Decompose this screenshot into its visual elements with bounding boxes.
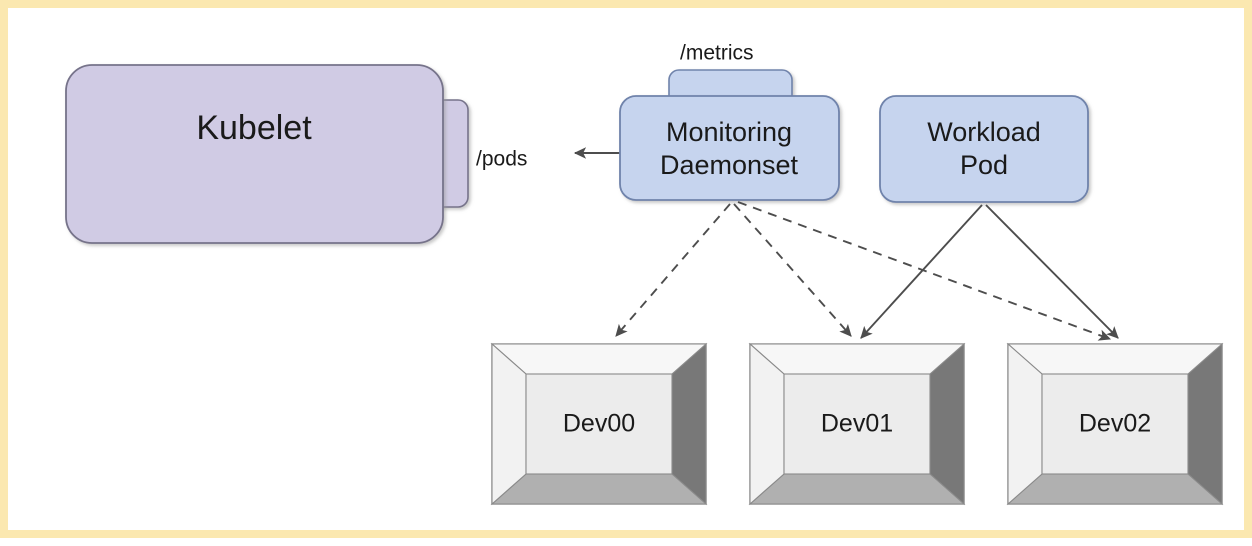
dev01-face[interactable]	[783, 373, 931, 475]
dev02-label: Dev02	[1079, 410, 1151, 438]
monitoring-daemonset-body[interactable]	[619, 95, 840, 201]
edge-daemonset-to-dev01	[733, 203, 852, 337]
dev01-label: Dev01	[821, 410, 893, 438]
dev00-bevel-top	[490, 343, 708, 375]
edge-workloadpod-to-dev02	[985, 204, 1119, 339]
node-kubelet[interactable]: Kubelet /pods	[65, 64, 527, 244]
workload-pod-body[interactable]	[879, 95, 1089, 203]
kubelet-label: Kubelet	[196, 109, 312, 147]
monitoring-daemonset-label-line2: Daemonset	[660, 150, 799, 180]
dev02-bevel-bottom	[1006, 473, 1224, 505]
dev00-label: Dev00	[563, 410, 635, 438]
workload-pod-label-line1: Workload	[927, 117, 1041, 147]
diagram-canvas: Kubelet /pods /metrics Monitoring Daemon…	[65, 42, 1224, 506]
monitoring-daemonset-label-line1: Monitoring	[666, 117, 792, 147]
dev01-bevel-top	[748, 343, 966, 375]
pods-port-label: /pods	[476, 148, 527, 171]
node-workload-pod[interactable]: Workload Pod	[879, 95, 1089, 203]
device-dev01[interactable]: Dev01	[748, 342, 966, 506]
dev02-face[interactable]	[1041, 373, 1189, 475]
edge-daemonset-to-dev02	[737, 201, 1112, 341]
dev01-bevel-bottom	[748, 473, 966, 505]
kubelet-body[interactable]	[65, 64, 444, 244]
metrics-port-label: /metrics	[680, 42, 754, 65]
edges-daemonset-to-devices	[615, 201, 1112, 341]
device-dev00[interactable]: Dev00	[490, 342, 708, 506]
workload-pod-label-line2: Pod	[960, 150, 1008, 180]
device-dev02[interactable]: Dev02	[1006, 342, 1224, 506]
edge-daemonset-to-dev00	[615, 203, 731, 337]
dev00-face[interactable]	[525, 373, 673, 475]
node-monitoring-daemonset[interactable]: /metrics Monitoring Daemonset	[619, 42, 840, 201]
edges-workloadpod-to-devices	[860, 204, 1119, 339]
edge-workloadpod-to-dev01	[860, 204, 983, 339]
dev00-bevel-bottom	[490, 473, 708, 505]
dev02-bevel-top	[1006, 343, 1224, 375]
